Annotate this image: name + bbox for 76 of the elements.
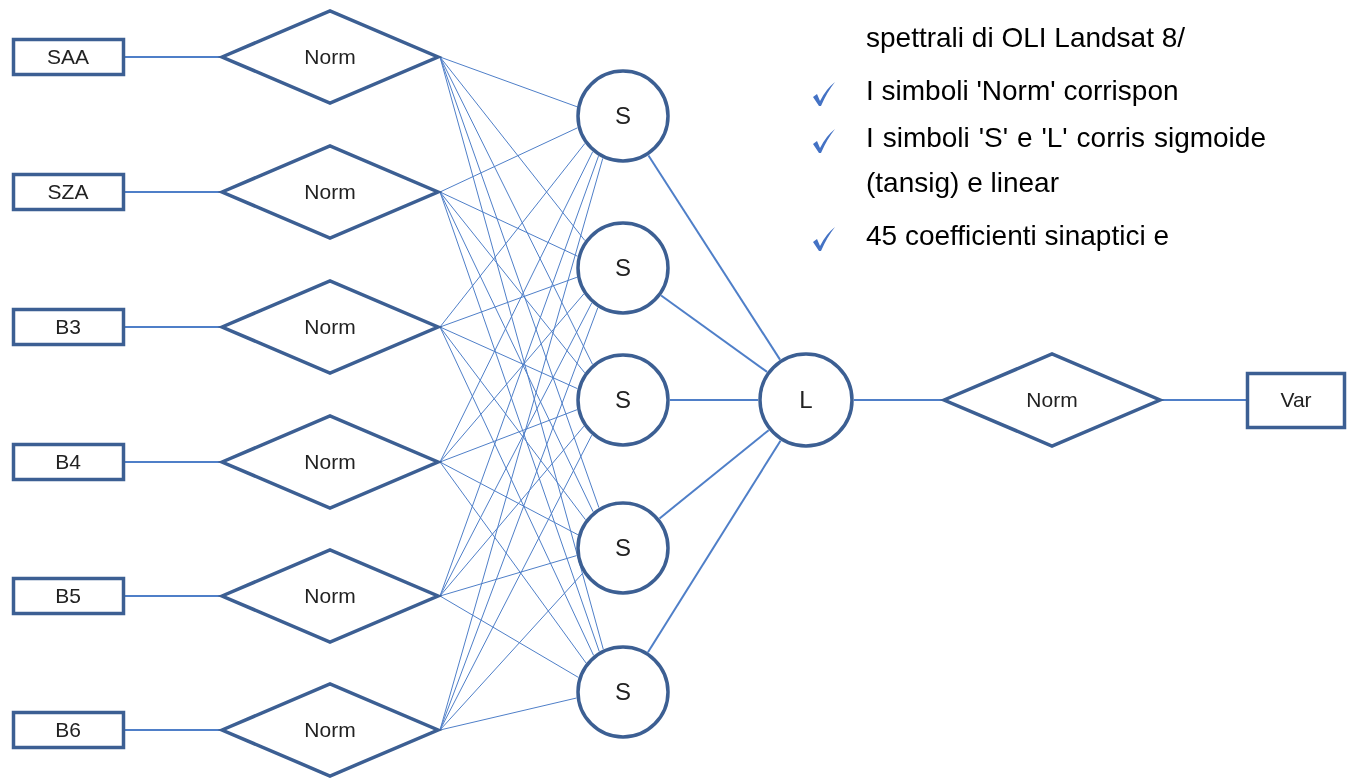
node-label: Norm [304, 45, 356, 69]
connector-line [439, 326, 586, 521]
connector-line [658, 429, 770, 520]
connector-line [439, 127, 578, 193]
connector-line [439, 293, 585, 463]
connector-line [439, 555, 578, 597]
neuron-circle [576, 69, 670, 163]
node-label: S [615, 102, 631, 130]
bullet-text: I simboli 'S' e 'L' corris sigmoide (tansig) e linear [866, 121, 1266, 200]
norm-diamond [220, 414, 440, 510]
input-box [11, 577, 125, 615]
node-label: Norm [304, 315, 356, 339]
norm-diamond [220, 9, 440, 105]
node-label: Norm [304, 180, 356, 204]
norm-diamond [942, 352, 1162, 448]
connector-line [439, 425, 585, 597]
connector-line [439, 461, 587, 664]
norm-diamond [220, 279, 440, 375]
connector-line [439, 191, 578, 257]
node-label: B4 [55, 450, 81, 474]
connector-line [669, 399, 759, 401]
connector-line [439, 276, 578, 328]
node-label: SAA [47, 45, 89, 69]
bullet-text: spettrali di OLI Landsat 8/ [866, 21, 1186, 55]
node-label: S [615, 534, 631, 562]
node-label: S [615, 678, 631, 706]
connector-line [439, 155, 599, 597]
connector-line [439, 142, 586, 328]
connector-line [439, 461, 579, 536]
connector-line [439, 326, 595, 656]
input-box [1246, 371, 1346, 429]
input-box [11, 173, 125, 211]
connector-line [439, 191, 600, 652]
input-box [11, 711, 125, 749]
node-label: S [615, 386, 631, 414]
neuron-circle [576, 221, 670, 315]
connector-line [660, 294, 769, 373]
connector-line [439, 151, 594, 463]
connector-line [853, 399, 943, 401]
connector-line [439, 56, 578, 108]
norm-diamond [220, 548, 440, 644]
node-label: B6 [55, 718, 81, 742]
neuron-circle [576, 645, 670, 739]
connector-line [439, 56, 604, 650]
bullet-text: 45 coefficienti sinaptici e [866, 219, 1169, 253]
connector-line [439, 191, 586, 374]
connector-line [646, 439, 782, 654]
connector-line [1161, 399, 1247, 401]
node-label: Var [1280, 388, 1312, 412]
input-box [11, 38, 125, 76]
input-box [11, 308, 125, 346]
norm-diamond [220, 682, 440, 778]
connector-line [439, 307, 599, 731]
node-label: B3 [55, 315, 81, 339]
bullet-text: I simboli 'Norm' corrispon [866, 74, 1179, 108]
node-label: Norm [304, 584, 356, 608]
neuron-circle [576, 501, 670, 595]
norm-diamond [220, 144, 440, 240]
node-label: SZA [47, 180, 89, 204]
node-label: Norm [1026, 388, 1078, 412]
connector-line [439, 56, 600, 509]
connector-line [439, 56, 586, 242]
node-label: S [615, 254, 631, 282]
connector-line [439, 595, 579, 678]
connector-line [439, 326, 578, 390]
connector-line [647, 154, 781, 361]
node-label: B5 [55, 584, 81, 608]
neuron-circle [758, 352, 854, 448]
node-label: Norm [304, 450, 356, 474]
connector-line [439, 697, 577, 731]
connector-line [439, 572, 584, 731]
node-label: L [799, 386, 813, 414]
neuron-circle [576, 353, 670, 447]
input-box [11, 443, 125, 481]
node-label: Norm [304, 718, 356, 742]
connector-line [439, 409, 578, 463]
